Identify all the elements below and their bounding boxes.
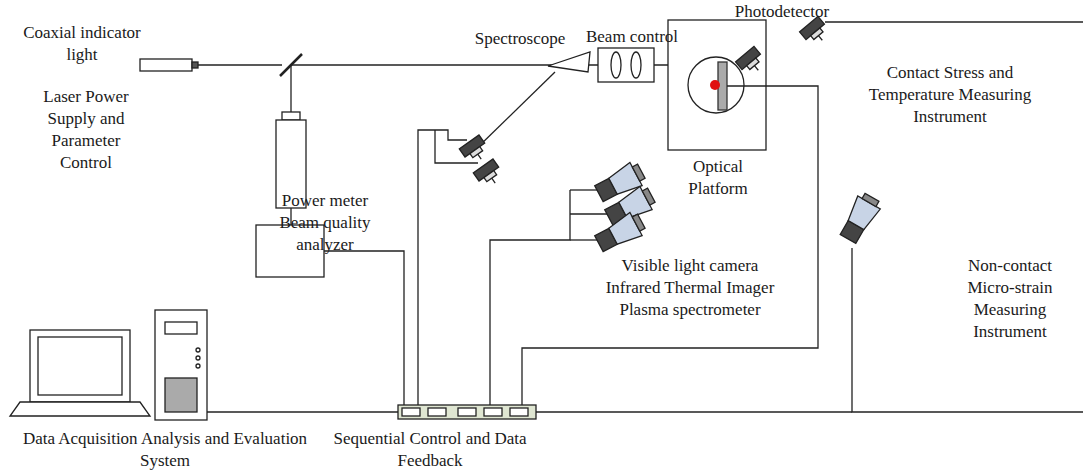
component-label: Coaxial indicator light	[12, 22, 152, 66]
component-label: Photodetector	[717, 1, 847, 23]
component-label: Optical Platform	[673, 156, 763, 200]
component-label: Visible light camera	[590, 255, 790, 277]
component-label: Infrared Thermal Imager	[590, 277, 790, 299]
component-label: Spectroscope	[465, 28, 575, 50]
component-label: Laser Power Supply and Parameter Control	[31, 86, 141, 174]
component-label: Data Acquisition Analysis and Evaluation…	[5, 428, 325, 472]
component-label: Plasma spectrometer	[590, 299, 790, 321]
component-label: Non-contact Micro-strain Measuring Instr…	[945, 255, 1075, 343]
component-label: Power meter Beam quality analyzer	[266, 190, 384, 256]
component-label: Contact Stress and Temperature Measuring…	[860, 62, 1040, 128]
component-label: Beam control	[577, 26, 687, 48]
component-label: Sequential Control and Data Feedback	[315, 428, 545, 472]
